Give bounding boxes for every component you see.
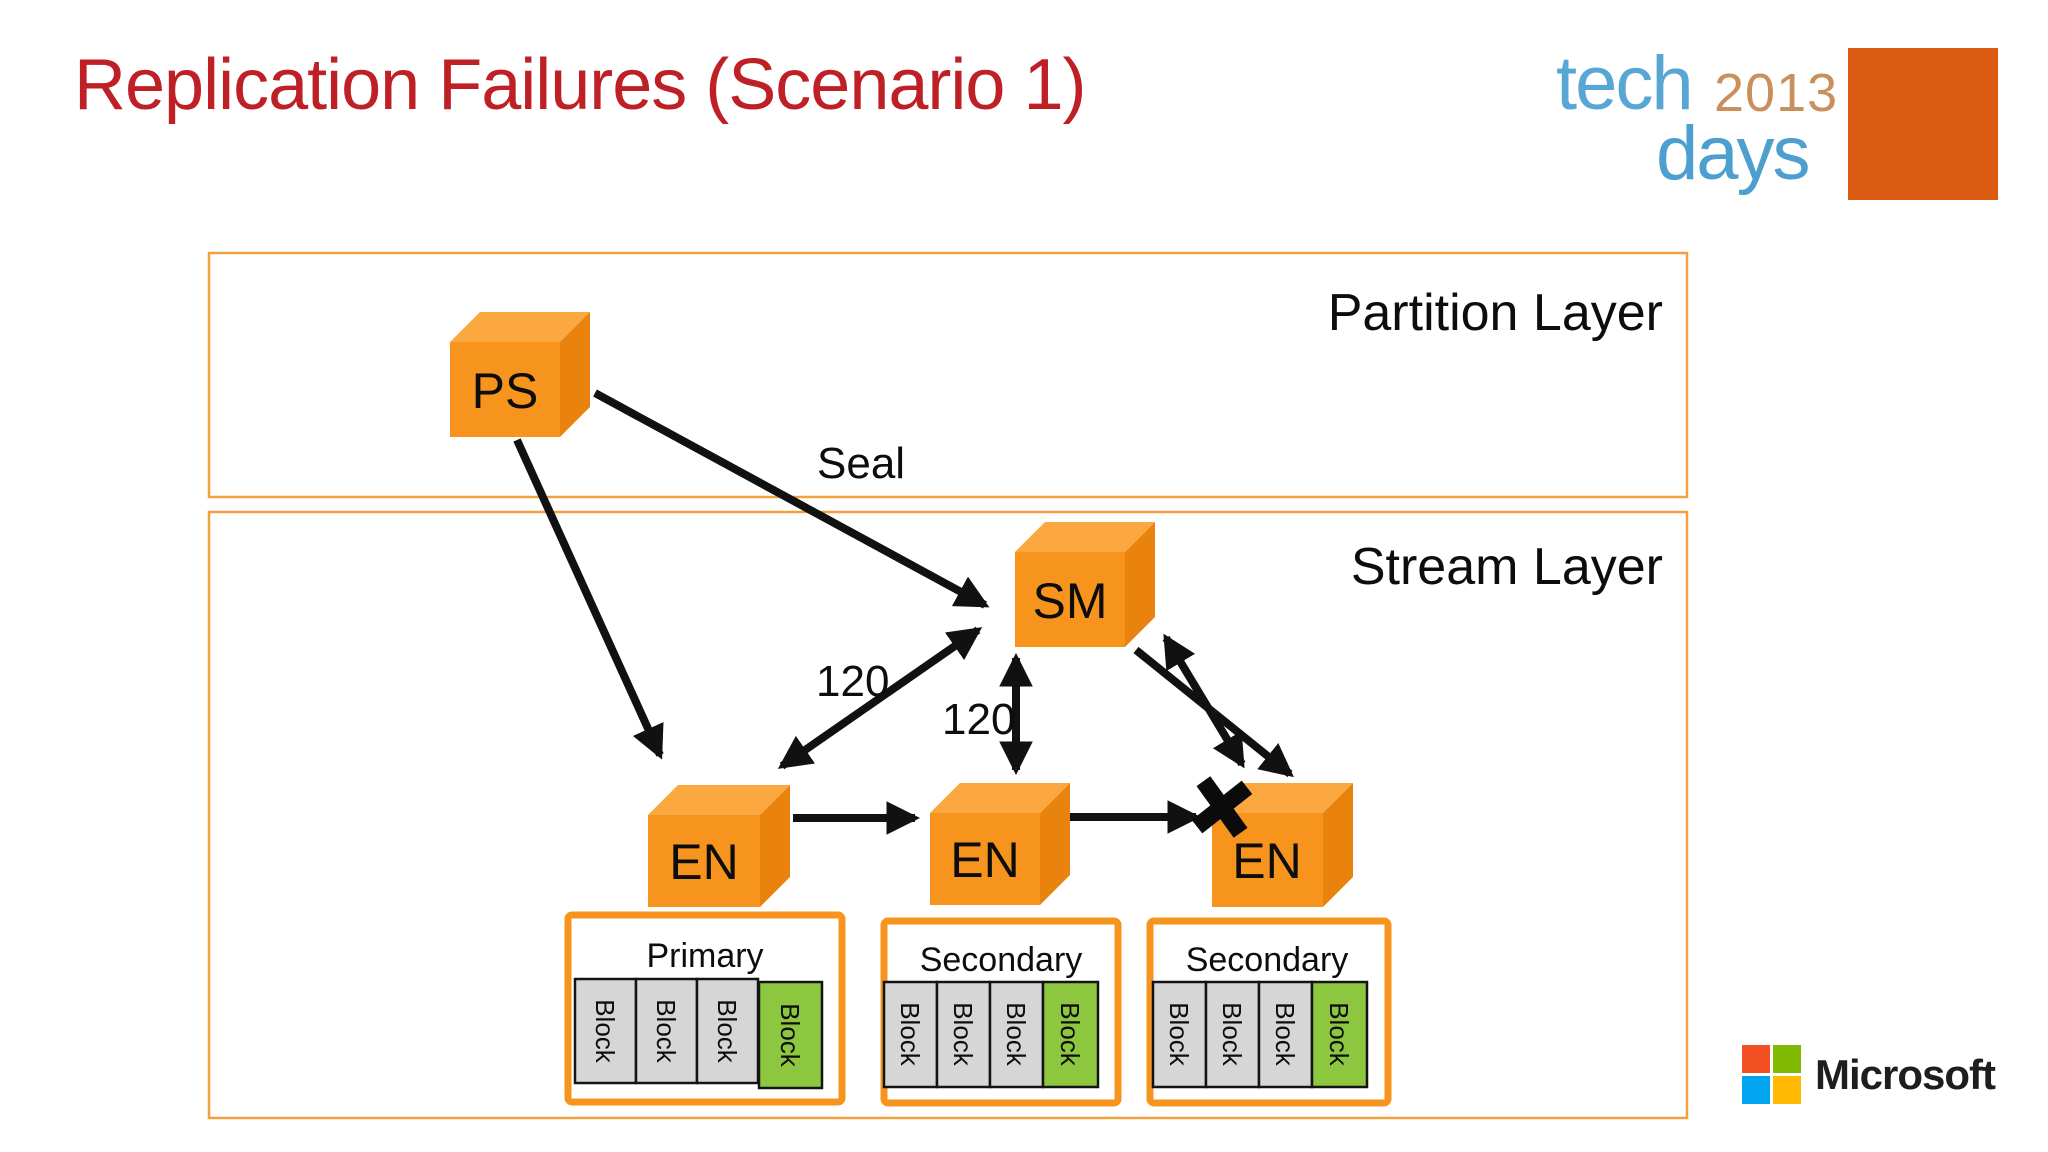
primary-block-4-new [757,980,824,1090]
node-en2-cube: EN [930,783,1070,905]
replica-set-primary: Primary Block Block Block Block [564,911,846,1106]
primary-block-4-label: Block [775,1003,805,1068]
microsoft-logo-squares [1742,1045,1801,1104]
en1-cube-side-face [760,785,790,907]
secondary1-block-1-label: Block [895,1002,925,1067]
secondary1-block-2-label: Block [948,1002,978,1067]
secondary2-block-4-new [1310,980,1369,1089]
ps-cube-front-face [450,342,560,437]
failure-x-mark [1191,776,1253,838]
stream-layer-label: Stream Layer [1351,538,1663,596]
ps-node-label: PS [472,363,539,419]
secondary1-block-3-label: Block [1001,1002,1031,1067]
secondary1-block-4-new [1041,980,1100,1089]
secondary2-block-1-label: Block [1164,1002,1194,1067]
primary-block-3-label: Block [712,999,742,1064]
secondary2-block-2-label: Block [1217,1002,1247,1067]
count-120-en1-sm: 120 [816,657,889,706]
secondary2-block-3-label: Block [1270,1002,1300,1067]
partition-layer-label: Partition Layer [1328,284,1663,342]
count-120-sm-en2: 120 [942,695,1015,744]
partition-layer-box [207,251,1689,499]
primary-label: Primary [646,937,763,975]
node-sm-cube: SM [1015,522,1155,647]
sm-cube-front-face [1015,552,1125,647]
secondary1-label: Secondary [920,941,1083,979]
replica-set-secondary-1: Secondary Block Block Block Block [880,917,1122,1107]
secondary1-block-4-label: Block [1055,1002,1085,1067]
secondary1-block-1 [882,980,939,1089]
edge-sm-to-en3 [1133,646,1294,778]
sm-cube-side-face [1125,522,1155,647]
techdays-year-text: 2013 [1714,63,1839,123]
node-ps-cube: PS [450,312,590,437]
edge-ps-to-sm-seal [593,389,990,609]
microsoft-square-blue [1742,1076,1770,1104]
edge-ps-to-en1 [513,438,664,760]
seal-edge-label: Seal [817,439,905,488]
ps-cube-top-face [450,312,590,342]
en1-node-label: EN [669,834,738,890]
microsoft-square-red [1742,1045,1770,1073]
node-en1-cube: EN [648,785,790,907]
edge-en1-sm-bidirectional [777,626,983,770]
en3-node-label: EN [1232,833,1301,889]
primary-block-1 [573,977,638,1085]
microsoft-wordmark: Microsoft [1815,1050,1996,1098]
techdays-days-text: days [1656,111,1811,196]
en1-cube-front-face [648,815,760,907]
ps-cube-side-face [560,312,590,437]
secondary2-block-4-label: Block [1324,1002,1354,1067]
primary-block-1-label: Block [590,999,620,1064]
techdays-tech-text: tech [1556,41,1694,126]
en2-cube-side-face [1040,783,1070,905]
primary-block-2-label: Block [651,999,681,1064]
en1-cube-top-face [648,785,790,815]
sm-node-label: SM [1033,573,1108,629]
microsoft-square-green [1773,1045,1801,1073]
en2-cube-front-face [930,813,1040,905]
secondary2-label: Secondary [1186,941,1349,979]
en3-cube-side-face [1323,783,1353,907]
en2-cube-top-face [930,783,1070,813]
node-en3-cube: EN [1212,783,1353,907]
microsoft-logo: Microsoft [1742,1045,1996,1104]
stream-layer-box [207,510,1689,1120]
slide-title: Replication Failures (Scenario 1) [74,45,1086,125]
en2-node-label: EN [950,832,1019,888]
replica-set-secondary-2: Secondary Block Block Block Block [1146,917,1392,1107]
secondary2-block-3 [1257,980,1314,1089]
techdays-orange-square [1848,48,1998,200]
sm-cube-top-face [1015,522,1155,552]
microsoft-square-yellow [1773,1076,1801,1104]
